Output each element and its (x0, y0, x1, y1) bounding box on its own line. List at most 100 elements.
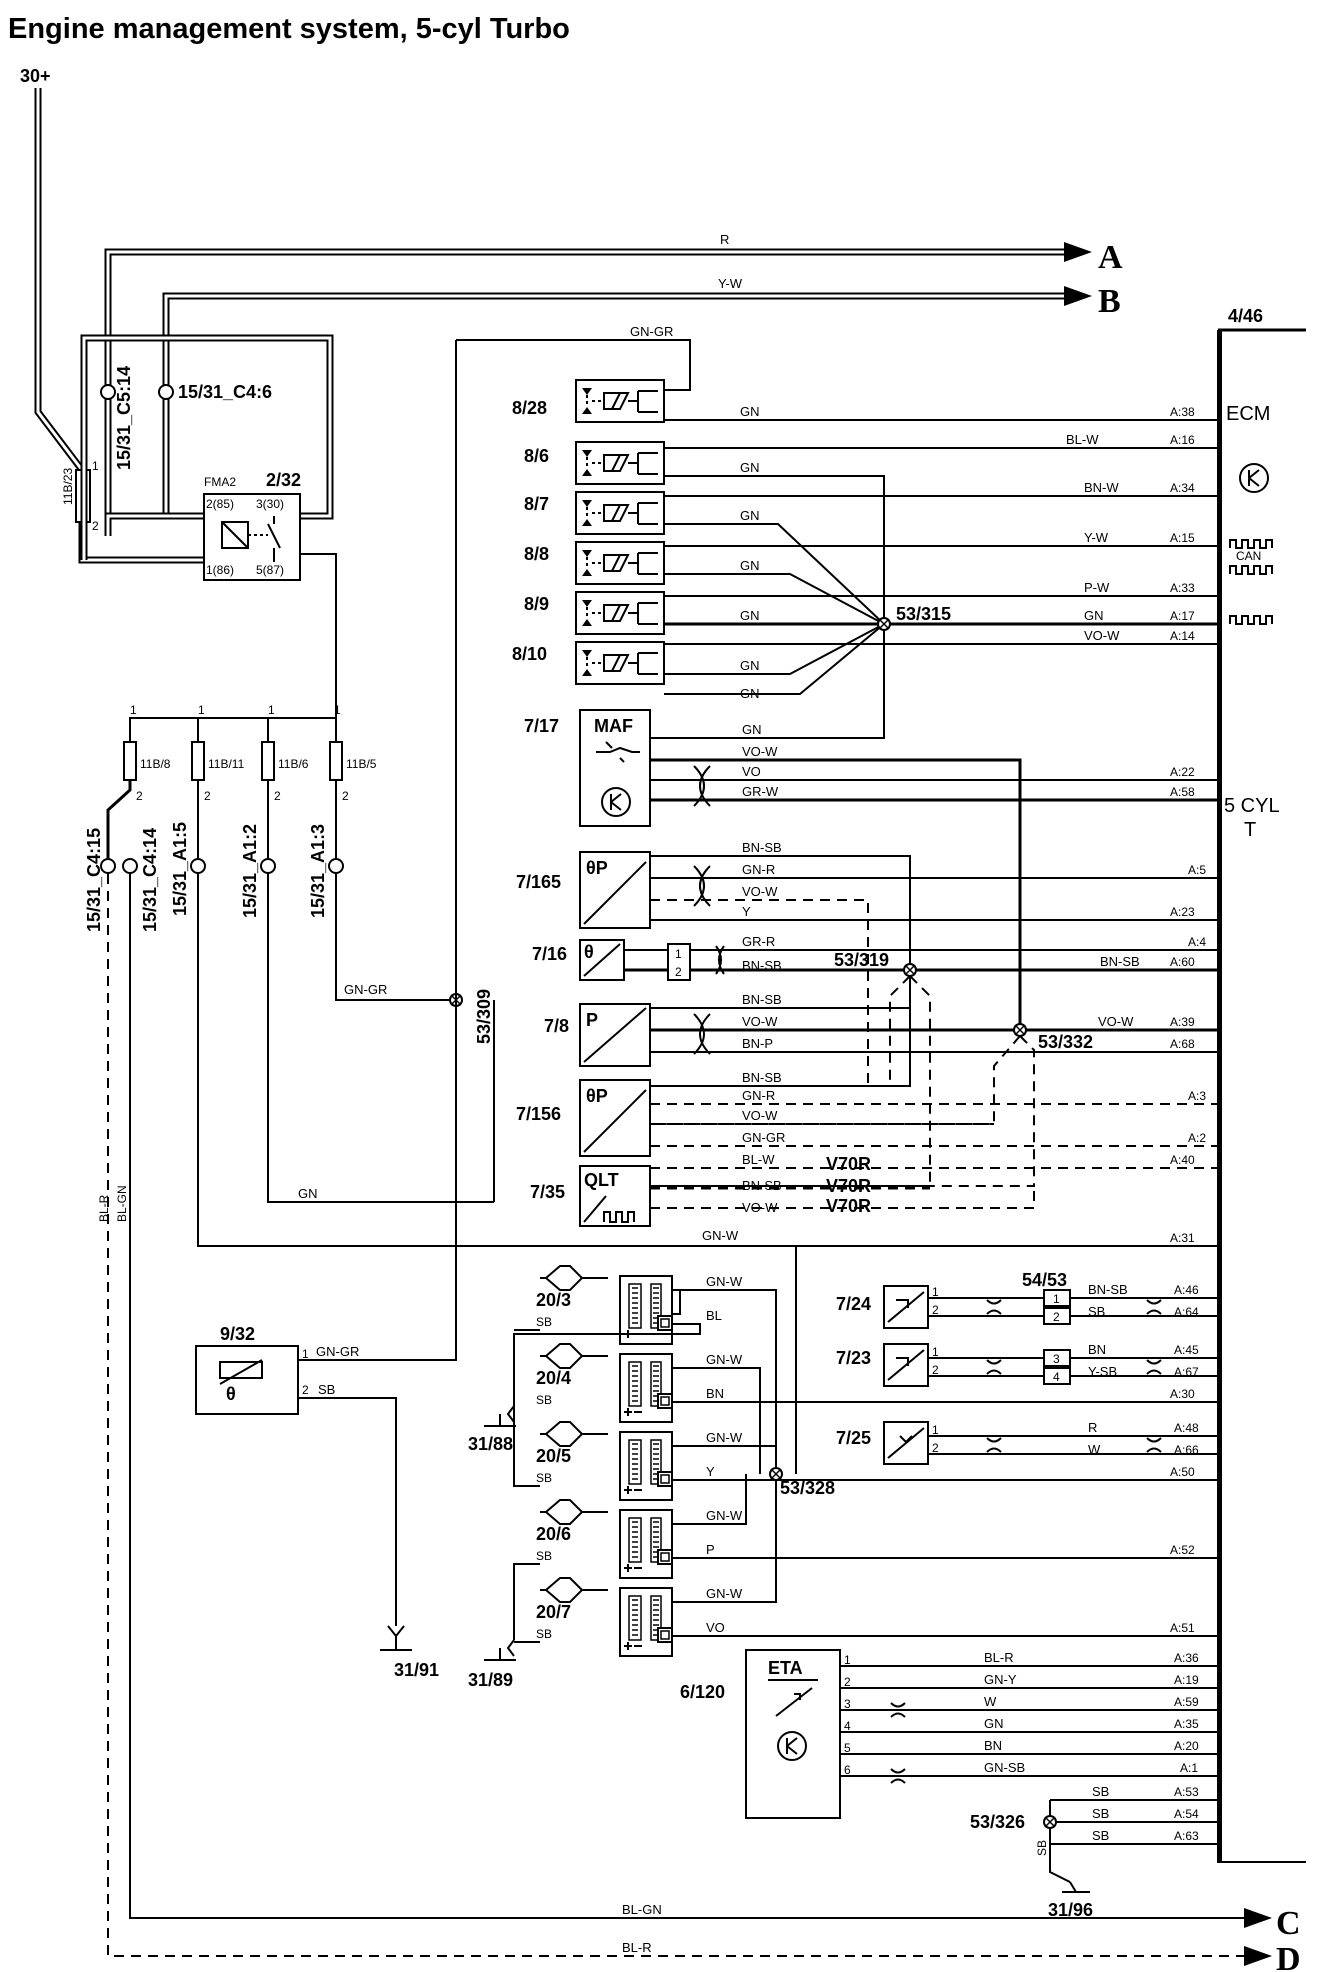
svg-text:9/32: 9/32 (220, 1324, 255, 1344)
svg-text:GN-W: GN-W (706, 1508, 743, 1523)
supply-wire (34, 88, 86, 534)
svg-text:1: 1 (1053, 1292, 1060, 1306)
svg-text:A:22: A:22 (1170, 765, 1195, 779)
svg-text:VO-W: VO-W (742, 744, 778, 759)
ground-31-88: 31/88 (468, 1434, 513, 1454)
svg-text:BL-R: BL-R (97, 1194, 111, 1222)
svg-text:A:66: A:66 (1174, 1443, 1199, 1457)
svg-text:SB: SB (536, 1549, 552, 1563)
svg-text:VO: VO (742, 764, 761, 779)
svg-text:GN: GN (298, 1186, 318, 1201)
coil-20-4 (619, 1353, 673, 1423)
svg-text:20/7: 20/7 (536, 1602, 571, 1622)
svg-text:A:34: A:34 (1170, 481, 1195, 495)
svg-text:7/8: 7/8 (544, 1016, 569, 1036)
fuse-11b-11 (191, 741, 205, 781)
svg-text:A:68: A:68 (1170, 1037, 1195, 1051)
svg-text:11B/6: 11B/6 (278, 757, 309, 771)
svg-text:1: 1 (932, 1423, 939, 1437)
svg-text:VO-W: VO-W (742, 1014, 778, 1029)
svg-text:5: 5 (844, 1741, 851, 1755)
svg-text:Y: Y (706, 1464, 715, 1479)
coil-20-6 (619, 1509, 673, 1579)
svg-text:GN: GN (984, 1716, 1004, 1731)
svg-text:GN-R: GN-R (742, 1088, 775, 1103)
svg-text:P: P (586, 1010, 598, 1030)
svg-text:2: 2 (204, 789, 211, 803)
svg-text:BN: BN (706, 1386, 724, 1401)
svg-text:A:5: A:5 (1188, 863, 1206, 877)
svg-text:A:36: A:36 (1174, 1651, 1199, 1665)
svg-text:VO-W: VO-W (742, 1108, 778, 1123)
svg-text:A:45: A:45 (1174, 1343, 1199, 1357)
conn-a1-3: 15/31_A1:3 (308, 824, 328, 918)
svg-text:V70R: V70R (826, 1154, 871, 1174)
injector-8-28 (575, 379, 665, 423)
svg-text:V70R: V70R (826, 1196, 871, 1216)
svg-text:7/24: 7/24 (836, 1294, 871, 1314)
svg-text:3: 3 (844, 1697, 851, 1711)
svg-text:1: 1 (198, 703, 205, 717)
svg-text:A:60: A:60 (1170, 955, 1195, 969)
svg-text:2: 2 (844, 1675, 851, 1689)
svg-text:A:40: A:40 (1170, 1153, 1195, 1167)
svg-text:Y: Y (742, 904, 751, 919)
svg-text:BL: BL (706, 1308, 722, 1323)
svg-text:2: 2 (136, 789, 143, 803)
svg-text:11B/11: 11B/11 (208, 757, 245, 771)
svg-text:A:39: A:39 (1170, 1015, 1195, 1029)
ecm-variant-2: T (1244, 819, 1256, 841)
svg-text:2: 2 (675, 965, 682, 979)
conn-c5-14: 15/31_C5:14 (114, 366, 134, 470)
svg-text:A:38: A:38 (1170, 405, 1195, 419)
svg-text:SB: SB (1092, 1828, 1109, 1843)
svg-text:BN: BN (984, 1738, 1002, 1753)
svg-text:A:35: A:35 (1174, 1717, 1199, 1731)
conn-c4-15: 15/31_C4:15 (84, 828, 104, 932)
coil-20-5 (619, 1431, 673, 1501)
svg-text:GN-W: GN-W (702, 1228, 739, 1243)
splice-54-53: 54/53 (1022, 1270, 1067, 1290)
svg-text:1: 1 (130, 703, 137, 717)
fuse-11b-5 (329, 741, 343, 781)
svg-text:BL-GN: BL-GN (115, 1185, 129, 1222)
injector-8-10 (575, 641, 665, 685)
svg-text:6/120: 6/120 (680, 1682, 725, 1702)
svg-text:A:19: A:19 (1174, 1673, 1199, 1687)
svg-text:A:17: A:17 (1170, 609, 1195, 623)
svg-text:7/23: 7/23 (836, 1348, 871, 1368)
svg-text:A:14: A:14 (1170, 629, 1195, 643)
svg-text:SB: SB (1088, 1304, 1105, 1319)
svg-text:GN-R: GN-R (742, 862, 775, 877)
svg-text:θ: θ (226, 1384, 236, 1404)
svg-text:5(87): 5(87) (256, 563, 284, 577)
fuse-11b-8 (123, 741, 137, 781)
svg-text:11B/5: 11B/5 (346, 757, 377, 771)
svg-text:GN-W: GN-W (706, 1352, 743, 1367)
page-title: Engine management system, 5-cyl Turbo (8, 13, 570, 45)
svg-text:A:15: A:15 (1170, 531, 1195, 545)
svg-text:GN: GN (740, 508, 760, 523)
svg-text:W: W (984, 1694, 997, 1709)
svg-text:20/4: 20/4 (536, 1368, 571, 1388)
signal-icon (1229, 615, 1273, 625)
wire-r-label: R (720, 232, 729, 247)
svg-text:SB: SB (318, 1382, 335, 1397)
svg-text:20/5: 20/5 (536, 1446, 571, 1466)
svg-text:A:59: A:59 (1174, 1695, 1199, 1709)
svg-text:GN: GN (740, 658, 760, 673)
svg-text:VO-W: VO-W (742, 1200, 778, 1215)
svg-text:2: 2 (932, 1363, 939, 1377)
ecm-icon (1239, 463, 1269, 493)
svg-text:BN-SB: BN-SB (742, 1178, 782, 1193)
svg-text:GN-W: GN-W (706, 1586, 743, 1601)
splice-53-332: 53/332 (1038, 1032, 1093, 1052)
svg-text:SB: SB (536, 1627, 552, 1641)
svg-text:GN-GR: GN-GR (742, 1130, 785, 1145)
svg-text:BL-W: BL-W (1066, 432, 1099, 447)
output-b: B (1098, 283, 1121, 320)
svg-text:θP: θP (586, 1086, 608, 1106)
ecm-label: ECM (1226, 403, 1270, 425)
svg-text:A:2: A:2 (1188, 1131, 1206, 1145)
svg-text:8/10: 8/10 (512, 644, 547, 664)
